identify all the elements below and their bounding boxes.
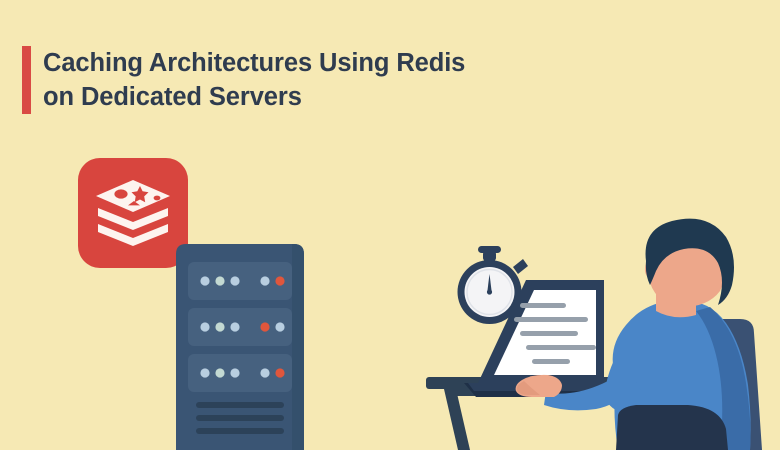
redis-logo (78, 158, 188, 268)
server-bay-2 (188, 308, 292, 346)
chair-seat (652, 411, 686, 450)
page-title-text: Caching Architectures Using Redis on Ded… (43, 46, 465, 114)
server-vents (196, 402, 284, 434)
workspace-scene (426, 218, 762, 450)
server-bay-1 (188, 262, 292, 300)
title-accent-bar (22, 46, 31, 114)
page-title: Caching Architectures Using Redis on Ded… (22, 46, 465, 114)
page-title-line-1: Caching Architectures Using Redis (43, 49, 466, 77)
person-at-laptop (515, 218, 751, 450)
stopwatch (457, 246, 528, 324)
server-rack (176, 244, 304, 450)
page-title-line-2: on Dedicated Servers (43, 83, 302, 111)
server-bay-3 (188, 354, 292, 392)
laptop-screen-text (514, 303, 596, 364)
